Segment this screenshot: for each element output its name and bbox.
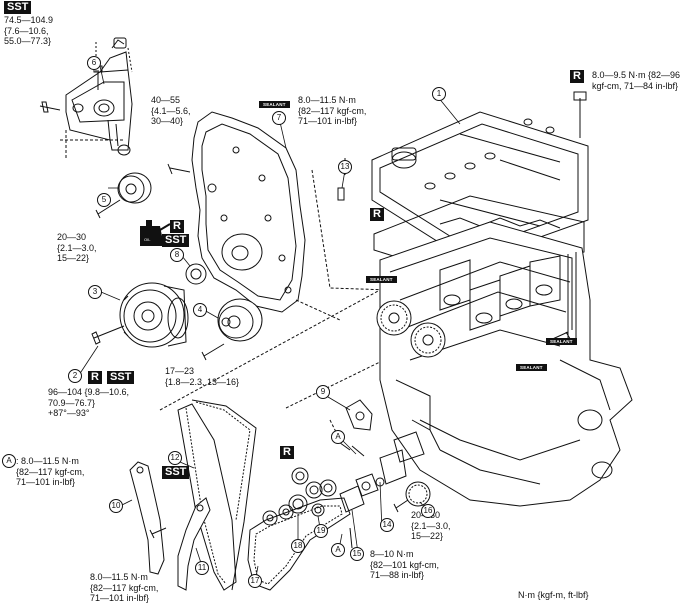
replace-tag: R bbox=[280, 446, 294, 459]
timing-chain-part bbox=[177, 399, 257, 591]
sst-tag: SST bbox=[107, 371, 135, 384]
sealant-tag: SEALANT bbox=[366, 276, 397, 283]
sealant-tag: SEALANT bbox=[259, 101, 290, 108]
dowel-pin-part bbox=[337, 187, 345, 201]
head-cover-bolt-part bbox=[573, 91, 587, 138]
callout-11: 11 bbox=[195, 561, 209, 575]
engine-block-part bbox=[379, 221, 633, 507]
callout-8: 8 bbox=[170, 248, 184, 262]
replace-tag: R bbox=[570, 70, 584, 83]
washers-part bbox=[262, 467, 337, 526]
torque-spec-idler: 20—30{2.1—3.0,15—22} bbox=[57, 232, 97, 263]
head-cover-gasket-part bbox=[373, 195, 585, 281]
callout-a: A bbox=[331, 543, 345, 557]
sst-tag: SST bbox=[4, 1, 32, 14]
callout-10: 10 bbox=[109, 499, 123, 513]
torque-spec-a: : 8.0—11.5 N·m{82—117 kgf-cm,71—101 in-l… bbox=[16, 456, 85, 487]
torque-spec-cover-bolt: 40—55{4.1—5.6,30—40} bbox=[151, 95, 191, 126]
callout-3: 3 bbox=[88, 285, 102, 299]
callout-1: 1 bbox=[432, 87, 446, 101]
oil-label: OIL bbox=[144, 237, 151, 242]
sst-tag: SST bbox=[162, 466, 190, 479]
replace-tag: R bbox=[370, 208, 384, 221]
callout-18: 18 bbox=[291, 539, 305, 553]
replace-tag: R bbox=[170, 220, 184, 233]
cylinder-head-cover-part bbox=[371, 111, 589, 263]
callout-7: 7 bbox=[272, 111, 286, 125]
engine-mount-part bbox=[39, 37, 133, 156]
callout-a: A bbox=[2, 454, 16, 468]
replace-tag: R bbox=[88, 371, 102, 384]
callout-19: 19 bbox=[314, 524, 328, 538]
chain-guide-part bbox=[129, 461, 165, 575]
callout-14: 14 bbox=[380, 518, 394, 532]
tensioner-guide-part bbox=[177, 497, 211, 591]
sst-tag: SST bbox=[162, 234, 190, 247]
torque-spec-guide: 8.0—11.5 N·m{82—117 kgf-cm,71—101 in-lbf… bbox=[90, 572, 159, 603]
torque-spec-cover: 8.0—11.5 N·m{82—117 kgf-cm,71—101 in-lbf… bbox=[298, 95, 367, 126]
callout-17: 17 bbox=[248, 574, 262, 588]
crankshaft-sprocket-part bbox=[405, 481, 431, 507]
units-note: N·m {kgf-m, ft-lbf} bbox=[518, 590, 589, 600]
oil-seal-part bbox=[185, 263, 207, 285]
callout-9: 9 bbox=[316, 385, 330, 399]
crankshaft-pulley-part bbox=[91, 282, 189, 348]
front-cover-part bbox=[167, 111, 306, 313]
chain-tensioner-part bbox=[345, 399, 373, 431]
oil-can-icon bbox=[140, 220, 171, 246]
callout-2: 2 bbox=[68, 369, 82, 383]
camshaft-sprockets-part bbox=[376, 300, 446, 358]
callout-a: A bbox=[331, 430, 345, 444]
torque-spec-mount: 74.5—104.9{7.6—10.6,55.0—77.3} bbox=[4, 15, 54, 46]
callout-6: 6 bbox=[87, 56, 101, 70]
tensioner-arm-part bbox=[379, 449, 407, 485]
idler-pulley-part bbox=[95, 172, 152, 219]
sealant-tag: SEALANT bbox=[546, 338, 577, 345]
torque-spec-crank-pulley: 96—104 {9.8—10.6,70.9—76.7}+87°—93° bbox=[48, 387, 130, 418]
callout-16: 16 bbox=[421, 504, 435, 518]
callout-4: 4 bbox=[193, 303, 207, 317]
callout-13: 13 bbox=[338, 160, 352, 174]
callout-12: 12 bbox=[168, 451, 182, 465]
torque-spec-oil-pump: 8—10 N·m{82—101 kgf-cm,71—88 in-lbf} bbox=[370, 549, 440, 580]
sealant-tag: SEALANT bbox=[516, 364, 547, 371]
tensioner-pulley-part bbox=[201, 298, 263, 361]
torque-spec-tensioner: 17—23{1.8—2.3, 13—16} bbox=[165, 366, 240, 387]
callout-15: 15 bbox=[350, 547, 364, 561]
callout-5: 5 bbox=[97, 193, 111, 207]
